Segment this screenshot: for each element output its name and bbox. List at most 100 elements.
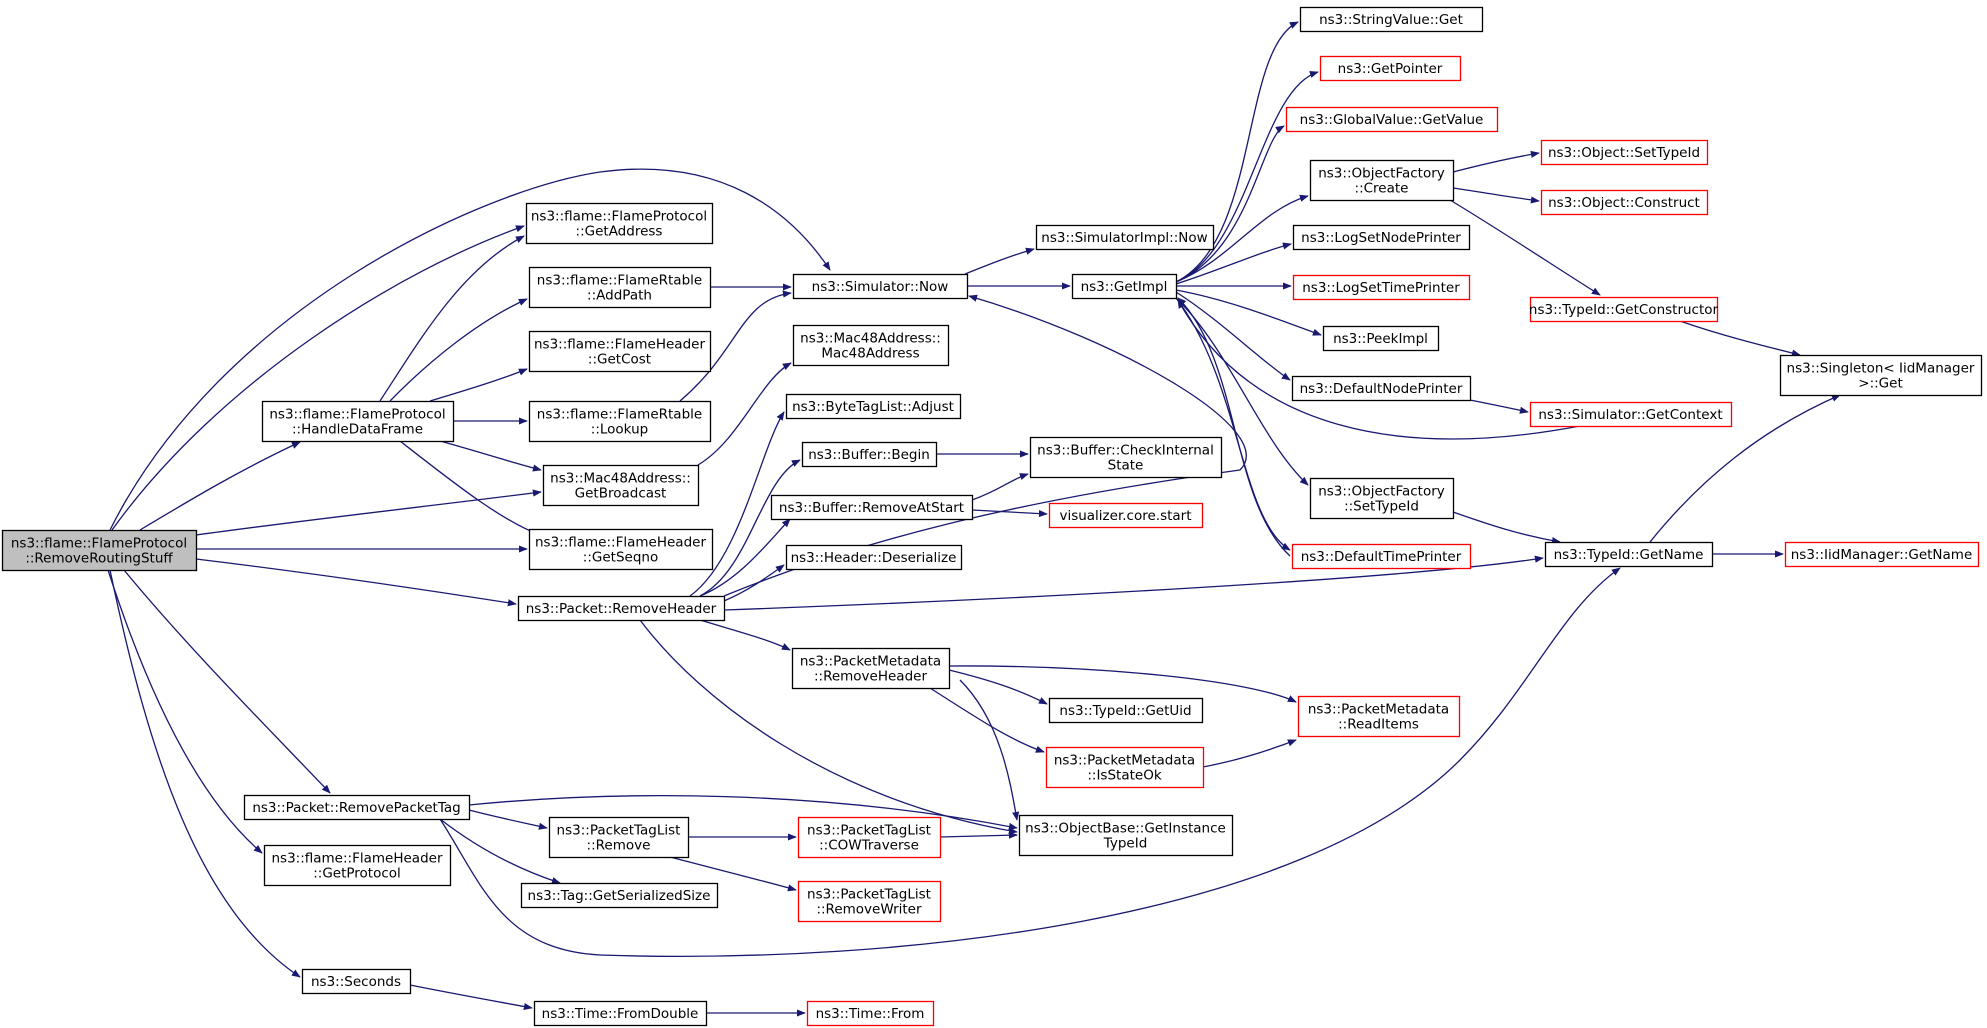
node-bufBegin[interactable]: ns3::Buffer::Begin <box>801 441 938 468</box>
node-seconds[interactable]: ns3::Seconds <box>301 968 412 995</box>
node-getBroadcast[interactable]: ns3::Mac48Address::GetBroadcast <box>542 464 700 507</box>
node-label-line: ns3::Packet::RemovePacketTag <box>252 800 460 816</box>
node-simGetContext[interactable]: ns3::Simulator::GetContext <box>1529 401 1733 428</box>
node-tidGetConstructor[interactable]: ns3::TypeId::GetConstructor <box>1529 296 1719 323</box>
node-box <box>792 324 950 367</box>
node-label-line: ns3::Singleton< IidManager <box>1787 361 1975 377</box>
node-simNow[interactable]: ns3::Simulator::Now <box>792 273 969 300</box>
node-label-line: ::Remove <box>587 838 651 854</box>
node-logSetNode[interactable]: ns3::LogSetNodePrinter <box>1292 224 1471 251</box>
node-label-line: ns3::Tag::GetSerializedSize <box>528 888 711 904</box>
edge-handleDataFrame-to-getSeqno <box>399 440 541 536</box>
node-typeIdGetUid[interactable]: ns3::TypeId::GetUid <box>1048 697 1204 724</box>
node-objConstruct[interactable]: ns3::Object::Construct <box>1540 189 1709 216</box>
node-pmReadItems[interactable]: ns3::PacketMetadata::ReadItems <box>1297 695 1461 738</box>
node-label-line: >::Get <box>1858 376 1902 392</box>
node-getAddress[interactable]: ns3::flame::FlameProtocol::GetAddress <box>525 202 714 245</box>
edge-bufRemoveAtStart-to-bufCheckInternal <box>971 473 1029 501</box>
node-box <box>801 441 938 468</box>
node-label-line: ns3::TypeId::GetName <box>1554 547 1704 563</box>
node-vizStart[interactable]: visualizer.core.start <box>1048 502 1204 529</box>
edge-ofCreate-to-tidGetConstructor <box>1449 199 1601 296</box>
node-getPointer[interactable]: ns3::GetPointer <box>1319 55 1462 82</box>
node-defNodePrinter[interactable]: ns3::DefaultNodePrinter <box>1291 375 1472 402</box>
node-removePacketTag[interactable]: ns3::Packet::RemovePacketTag <box>243 794 471 821</box>
node-tidGetName[interactable]: ns3::TypeId::GetName <box>1544 541 1714 568</box>
node-hdrDeserialize[interactable]: ns3::Header::Deserialize <box>785 544 963 571</box>
node-box <box>1045 746 1205 789</box>
node-box <box>528 330 712 373</box>
node-tagSerSize[interactable]: ns3::Tag::GetSerializedSize <box>520 882 719 909</box>
node-ptlRemove[interactable]: ns3::PacketTagList::Remove <box>548 816 690 859</box>
node-removeRoutingStuff: ns3::flame::FlameProtocol::RemoveRouting… <box>1 529 198 572</box>
node-label-line: ns3::Time::From <box>816 1006 925 1022</box>
node-timeFromDouble[interactable]: ns3::Time::FromDouble <box>533 1000 708 1027</box>
node-gvGetValue[interactable]: ns3::GlobalValue::GetValue <box>1285 106 1499 133</box>
node-removeHeader[interactable]: ns3::Packet::RemoveHeader <box>517 595 726 622</box>
edge-removeRoutingStuff-to-getBroadcast <box>195 489 542 536</box>
edge-pmRemoveHeader-to-pmReadItems <box>948 665 1297 703</box>
node-simImplNow[interactable]: ns3::SimulatorImpl::Now <box>1035 224 1215 251</box>
node-box <box>1292 274 1471 301</box>
node-label-line: State <box>1108 458 1144 474</box>
node-timeFrom[interactable]: ns3::Time::From <box>806 1000 935 1027</box>
node-peekImpl[interactable]: ns3::PeekImpl <box>1322 325 1440 352</box>
node-bufRemoveAtStart[interactable]: ns3::Buffer::RemoveAtStart <box>770 494 974 521</box>
node-label-line: ::SetTypeId <box>1344 499 1419 515</box>
node-ofSetTypeId[interactable]: ns3::ObjectFactory::SetTypeId <box>1309 477 1455 520</box>
node-getSeqno[interactable]: ns3::flame::FlameHeader::GetSeqno <box>528 528 714 571</box>
node-getCost[interactable]: ns3::flame::FlameHeader::GetCost <box>528 330 712 373</box>
edge-bufRemoveAtStart-to-vizStart <box>971 509 1048 518</box>
node-box <box>1035 224 1215 251</box>
node-getProtocol[interactable]: ns3::flame::FlameHeader::GetProtocol <box>263 844 452 887</box>
node-box <box>1544 541 1714 568</box>
node-label-line: ns3::flame::FlameProtocol <box>531 209 707 225</box>
node-label-line: ::RemoveRoutingStuff <box>25 551 173 567</box>
node-label-line: ns3::DefaultTimePrinter <box>1301 549 1462 565</box>
node-box <box>806 1000 935 1027</box>
node-label-line: ns3::flame::FlameProtocol <box>269 407 445 423</box>
edge-getImpl-to-peekImpl <box>1175 289 1322 336</box>
node-iidGetName[interactable]: ns3::IidManager::GetName <box>1784 541 1980 568</box>
node-addPath[interactable]: ns3::flame::FlameRtable::AddPath <box>528 266 712 309</box>
node-label-line: ns3::PacketMetadata <box>1054 753 1195 769</box>
edge-removeHeader-to-bufBegin <box>699 459 801 597</box>
node-label-line: ns3::flame::FlameRtable <box>537 273 702 289</box>
node-box <box>1309 477 1455 520</box>
node-ptlCOW[interactable]: ns3::PacketTagList::COWTraverse <box>797 816 942 859</box>
node-pmRemoveHeader[interactable]: ns3::PacketMetadata::RemoveHeader <box>791 647 951 690</box>
node-box <box>1319 55 1462 82</box>
edge-pmRemoveHeader-to-typeIdGetUid <box>948 669 1048 705</box>
node-box <box>1071 273 1178 300</box>
node-label-line: ns3::PacketMetadata <box>800 654 941 670</box>
node-getImpl[interactable]: ns3::GetImpl <box>1071 273 1178 300</box>
edge-getImpl-to-logSetNode <box>1175 242 1292 285</box>
node-pmIsStateOk[interactable]: ns3::PacketMetadata::IsStateOk <box>1045 746 1205 789</box>
node-label-line: ::GetSeqno <box>583 550 658 566</box>
node-box <box>1291 375 1472 402</box>
node-objSetTypeId[interactable]: ns3::Object::SetTypeId <box>1540 139 1709 166</box>
node-box <box>797 880 942 923</box>
edge-removeRoutingStuff-to-simNow <box>109 168 831 531</box>
node-label-line: ns3::Simulator::Now <box>812 279 949 295</box>
node-handleDataFrame[interactable]: ns3::flame::FlameProtocol::HandleDataFra… <box>261 400 455 443</box>
edge-ptlRemove-to-ptlRemoveWriter <box>669 856 797 892</box>
node-defTimePrinter[interactable]: ns3::DefaultTimePrinter <box>1291 543 1472 570</box>
node-logSetTime[interactable]: ns3::LogSetTimePrinter <box>1292 274 1471 301</box>
node-box <box>1048 697 1204 724</box>
node-box <box>1297 695 1461 738</box>
node-strValGet[interactable]: ns3::StringValue::Get <box>1299 6 1484 33</box>
edge-pmIsStateOk-to-pmReadItems <box>1202 739 1297 768</box>
node-lookup[interactable]: ns3::flame::FlameRtable::Lookup <box>528 400 712 443</box>
node-mac48ctor[interactable]: ns3::Mac48Address::Mac48Address <box>792 324 950 367</box>
node-ofCreate[interactable]: ns3::ObjectFactory::Create <box>1309 159 1455 202</box>
node-ptlRemoveWriter[interactable]: ns3::PacketTagList::RemoveWriter <box>797 880 942 923</box>
node-btlAdjust[interactable]: ns3::ByteTagList::Adjust <box>785 393 962 420</box>
node-label-line: Mac48Address <box>821 346 919 362</box>
node-singletonGet[interactable]: ns3::Singleton< IidManager >::Get <box>1779 354 1983 397</box>
edge-getImpl-to-defNodePrinter <box>1175 291 1291 381</box>
edge-getImpl-to-getPointer <box>1175 70 1319 283</box>
node-box <box>785 393 962 420</box>
